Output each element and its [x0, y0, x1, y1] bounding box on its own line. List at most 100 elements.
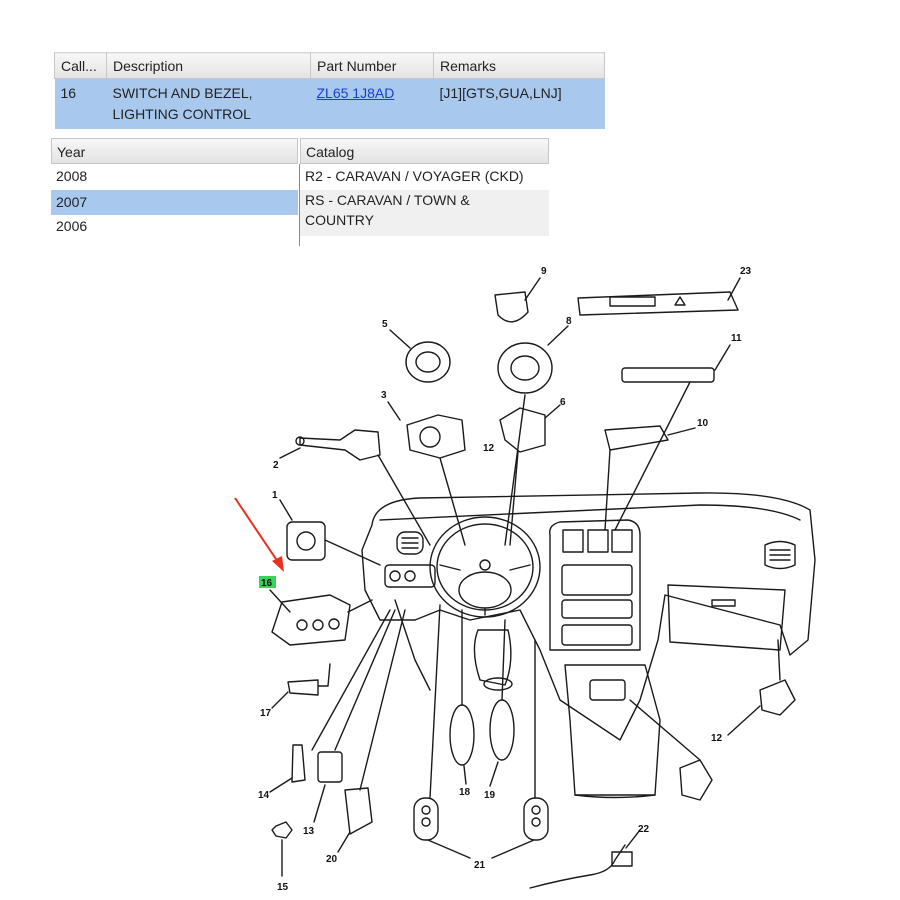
- callout-5[interactable]: 5: [382, 319, 388, 330]
- callout-8[interactable]: 8: [566, 316, 572, 327]
- leader-11: [714, 344, 731, 371]
- callout-23[interactable]: 23: [740, 266, 752, 277]
- callout-12[interactable]: 12: [711, 733, 723, 744]
- year-item[interactable]: 2006: [56, 218, 88, 234]
- part-17-bracket: [287, 663, 331, 696]
- callout-3[interactable]: 3: [381, 390, 387, 401]
- callout-10[interactable]: 10: [697, 418, 709, 429]
- table-row[interactable]: 16 SWITCH AND BEZEL, LIGHTING CONTROL ZL…: [54, 78, 605, 129]
- year-item-selected[interactable]: 2007: [51, 190, 298, 215]
- steering-wheel: [429, 516, 541, 618]
- part-5-ring: [405, 341, 451, 383]
- description-cell: SWITCH AND BEZEL, LIGHTING CONTROL: [106, 78, 311, 129]
- leader-1: [279, 499, 293, 521]
- connector-line: [604, 449, 611, 531]
- part-6-switch: [499, 407, 546, 453]
- column-header-catalog[interactable]: Catalog: [300, 138, 549, 164]
- connector-line: [461, 609, 506, 706]
- glovebox: [667, 584, 786, 651]
- part-16-knob: [312, 619, 324, 631]
- description-line: LIGHTING CONTROL: [112, 106, 251, 122]
- leader-23: [727, 277, 741, 301]
- part-8-clockspring-inner: [510, 355, 540, 381]
- steering-wheel-inner: [436, 523, 534, 611]
- leader-6: [544, 404, 561, 419]
- part-15-nut: [271, 821, 293, 839]
- leader-3: [387, 401, 401, 421]
- callout-21[interactable]: 21: [474, 860, 486, 871]
- lower-opening: [561, 624, 633, 646]
- catalog-item[interactable]: RS - CARAVAN / TOWN & COUNTRY: [300, 190, 549, 236]
- callout-18[interactable]: 18: [459, 787, 471, 798]
- part-22-connector: [611, 851, 633, 867]
- leader-22: [625, 829, 641, 849]
- leader-21: [427, 839, 535, 859]
- callout-6[interactable]: 6: [560, 397, 566, 408]
- year-item[interactable]: 2008: [56, 168, 88, 184]
- catalog-item-line: RS - CARAVAN / TOWN &: [305, 192, 470, 208]
- vent-right: [764, 540, 796, 570]
- part-23-hazard: [674, 296, 686, 306]
- leader-8: [547, 325, 569, 346]
- column-header-year[interactable]: Year: [51, 138, 298, 164]
- column-header-remarks[interactable]: Remarks: [433, 52, 605, 79]
- callout-13[interactable]: 13: [303, 826, 315, 837]
- parts-table: Call... Description Part Number Remarks …: [54, 52, 605, 129]
- callout-14[interactable]: 14: [258, 790, 270, 801]
- part-16-knob: [328, 618, 340, 630]
- steering-hub: [458, 571, 512, 609]
- part-21-switch-right: [523, 797, 549, 841]
- vent-left-slats: [401, 537, 419, 549]
- connector-line: [347, 599, 373, 613]
- callout-20[interactable]: 20: [326, 854, 338, 865]
- hvac-opening: [561, 599, 633, 619]
- callout-1[interactable]: 1: [272, 490, 278, 501]
- floor-console: [564, 664, 661, 796]
- callout-11[interactable]: 11: [731, 333, 742, 344]
- catalog-item[interactable]: R2 - CARAVAN / VOYAGER (CKD): [305, 168, 524, 184]
- connector-line: [777, 639, 781, 681]
- connector-line: [439, 457, 466, 546]
- leader-13: [313, 784, 326, 823]
- part-12-switch-lower: [679, 759, 713, 801]
- center-switch: [611, 529, 633, 553]
- part-1-knob: [296, 531, 316, 551]
- leader-2: [279, 447, 301, 459]
- steering-column-end: [483, 677, 513, 691]
- center-switch: [562, 529, 584, 553]
- glovebox-handle: [711, 599, 736, 607]
- column-header-part-number[interactable]: Part Number: [310, 52, 434, 79]
- console-tray: [589, 679, 626, 701]
- part-10-bracket: [604, 425, 669, 451]
- steering-logo: [479, 559, 491, 571]
- part-number-link[interactable]: ZL65 1J8AD: [316, 85, 395, 101]
- part-21-button: [421, 817, 431, 827]
- callout-12[interactable]: 12: [483, 443, 495, 454]
- connector-line: [504, 394, 526, 546]
- parts-table-header: Call... Description Part Number Remarks: [54, 52, 605, 79]
- part-3-switch: [406, 414, 466, 459]
- part-13-module: [317, 751, 343, 783]
- callout-9[interactable]: 9: [541, 266, 547, 277]
- callout-15[interactable]: 15: [277, 882, 289, 893]
- dashboard-outline: [361, 492, 816, 741]
- callout-19[interactable]: 19: [484, 790, 496, 801]
- connector-line: [614, 381, 691, 531]
- steering-column: [473, 629, 512, 686]
- part-2-stalk-tip: [295, 436, 305, 446]
- callout-2[interactable]: 2: [273, 460, 279, 471]
- leader-17: [271, 691, 289, 709]
- callout-22[interactable]: 22: [638, 824, 650, 835]
- part-21-button: [531, 805, 541, 815]
- callout-17[interactable]: 17: [260, 708, 272, 719]
- callout-16[interactable]: 16: [261, 578, 273, 589]
- callout-highlight: [259, 576, 276, 588]
- center-switch: [587, 529, 609, 553]
- column-header-callout[interactable]: Call...: [54, 52, 107, 79]
- cluster-knob: [389, 570, 401, 582]
- connector-line: [509, 451, 519, 546]
- steering-spokes: [439, 564, 531, 616]
- column-divider: [299, 164, 300, 246]
- part-3-ring: [419, 426, 441, 448]
